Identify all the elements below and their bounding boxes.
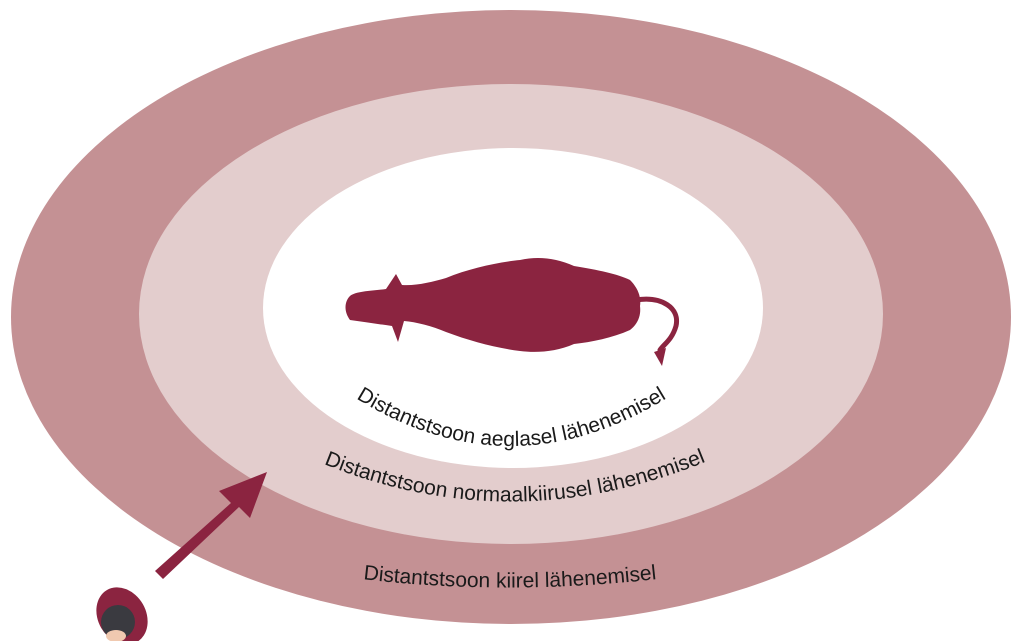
person-top-view-icon xyxy=(86,578,158,641)
